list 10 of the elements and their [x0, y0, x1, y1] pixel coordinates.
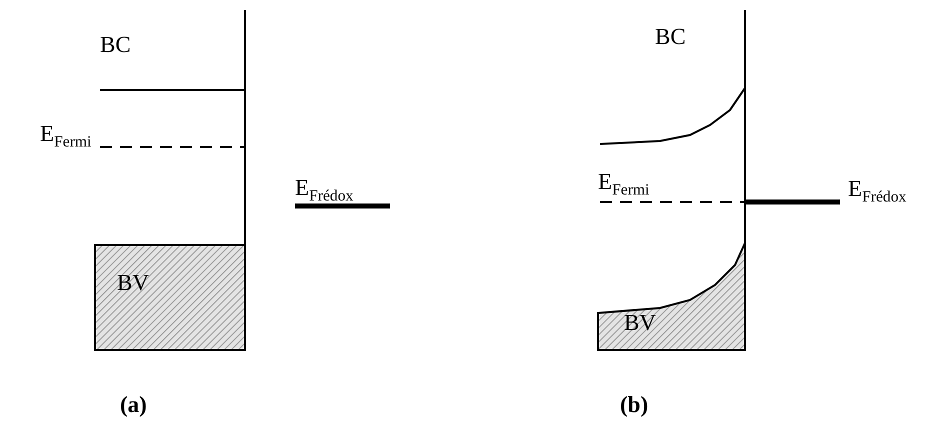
band-label: BC: [655, 25, 686, 48]
band-label: BV: [117, 271, 149, 294]
band-label: BV: [624, 311, 656, 334]
energy-level-label: E$_{Frédox}$: [848, 177, 906, 206]
energy-level-label: E$_{Fermi}$: [598, 170, 650, 198]
panel-label: (b): [620, 393, 648, 416]
energy-level-label: E$_{Fermi}$: [40, 122, 92, 150]
panel-label: (a): [120, 393, 147, 416]
band-label: BC: [100, 33, 131, 56]
energy-level-label: E$_{Frédox}$: [295, 176, 354, 204]
